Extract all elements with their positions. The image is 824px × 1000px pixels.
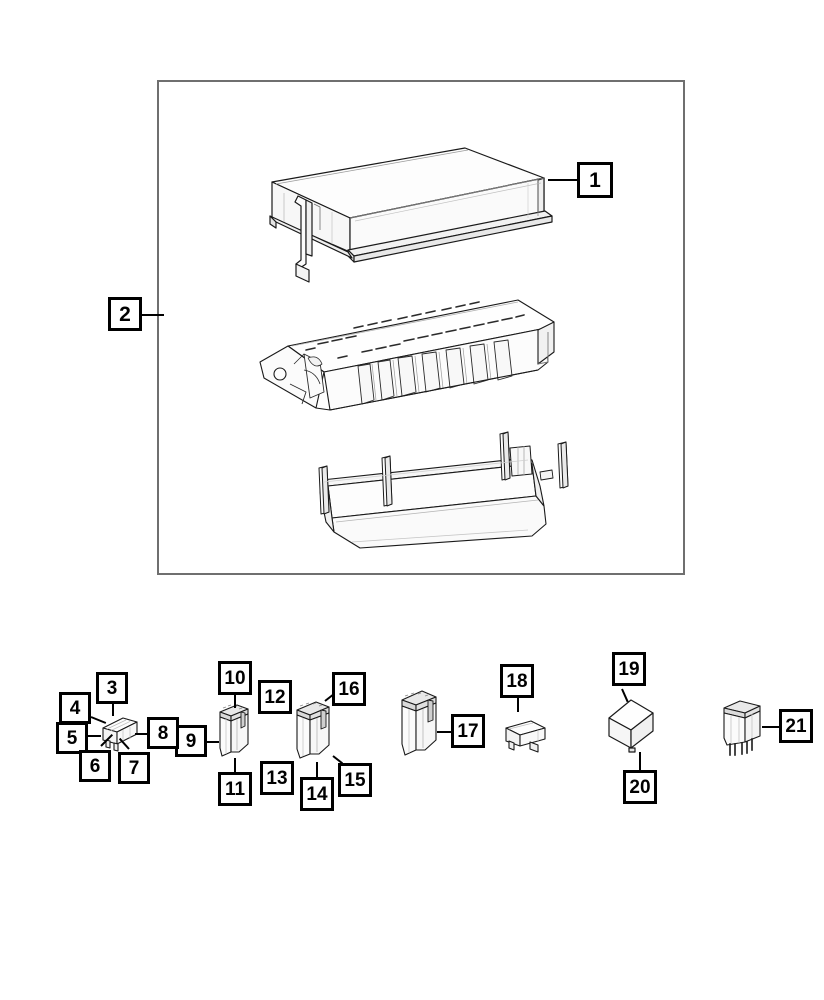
leader-line-11 <box>234 758 236 772</box>
callout-4-label: 4 <box>69 697 81 719</box>
leader-line-5 <box>88 735 101 737</box>
callout-11[interactable]: 11 <box>218 772 252 806</box>
callout-13-label: 13 <box>266 767 288 789</box>
relay-cube <box>605 696 657 754</box>
fuse-block-body <box>246 292 566 422</box>
leader-line-10 <box>234 695 236 708</box>
callout-11-label: 11 <box>224 778 246 800</box>
callout-1-label: 1 <box>589 168 601 192</box>
callout-15[interactable]: 15 <box>338 763 372 797</box>
callout-10-label: 10 <box>224 667 246 689</box>
cartridge-fuse-large <box>399 688 441 760</box>
callout-19[interactable]: 19 <box>612 652 646 686</box>
leader-line-2 <box>142 314 164 316</box>
callout-20-label: 20 <box>629 776 651 798</box>
callout-18[interactable]: 18 <box>500 664 534 698</box>
callout-21[interactable]: 21 <box>779 709 813 743</box>
callout-8[interactable]: 8 <box>147 717 179 749</box>
leader-line-18 <box>517 698 519 712</box>
leader-line-17 <box>437 731 451 733</box>
callout-5[interactable]: 5 <box>56 722 88 754</box>
callout-3-label: 3 <box>106 677 118 699</box>
cartridge-fuse-medium <box>294 699 334 763</box>
callout-6[interactable]: 6 <box>79 750 111 782</box>
callout-10[interactable]: 10 <box>218 661 252 695</box>
leader-line-20 <box>639 752 641 770</box>
callout-16[interactable]: 16 <box>332 672 366 706</box>
callout-1[interactable]: 1 <box>577 162 613 198</box>
callout-21-label: 21 <box>785 715 807 737</box>
callout-2-label: 2 <box>119 302 131 326</box>
callout-7-label: 7 <box>128 757 140 779</box>
callout-12-label: 12 <box>264 686 286 708</box>
callout-17-label: 17 <box>457 720 479 742</box>
fuse-box-cover <box>262 130 562 285</box>
callout-9-label: 9 <box>185 730 197 752</box>
leader-line-9 <box>207 741 219 743</box>
callout-3[interactable]: 3 <box>96 672 128 704</box>
callout-20[interactable]: 20 <box>623 770 657 804</box>
callout-6-label: 6 <box>89 755 101 777</box>
leader-line-21 <box>762 726 780 728</box>
leader-line-14 <box>316 762 318 777</box>
leader-line-8 <box>135 733 148 735</box>
callout-16-label: 16 <box>338 678 360 700</box>
callout-17[interactable]: 17 <box>451 714 485 748</box>
callout-14[interactable]: 14 <box>300 777 334 811</box>
callout-15-label: 15 <box>344 769 366 791</box>
callout-4[interactable]: 4 <box>59 692 91 724</box>
callout-5-label: 5 <box>66 727 78 749</box>
callout-18-label: 18 <box>506 670 528 692</box>
cartridge-fuse-small <box>217 702 251 760</box>
callout-2[interactable]: 2 <box>108 297 142 331</box>
callout-8-label: 8 <box>157 722 169 744</box>
relay-with-pins <box>718 698 766 758</box>
callout-14-label: 14 <box>306 783 328 805</box>
low-profile-fuse <box>503 718 549 756</box>
callout-9[interactable]: 9 <box>175 725 207 757</box>
leader-line-1 <box>548 179 578 181</box>
callout-13[interactable]: 13 <box>260 761 294 795</box>
callout-7[interactable]: 7 <box>118 752 150 784</box>
fuse-box-tray <box>296 420 571 550</box>
callout-12[interactable]: 12 <box>258 680 292 714</box>
callout-19-label: 19 <box>618 658 640 680</box>
leader-line-3 <box>112 704 114 716</box>
